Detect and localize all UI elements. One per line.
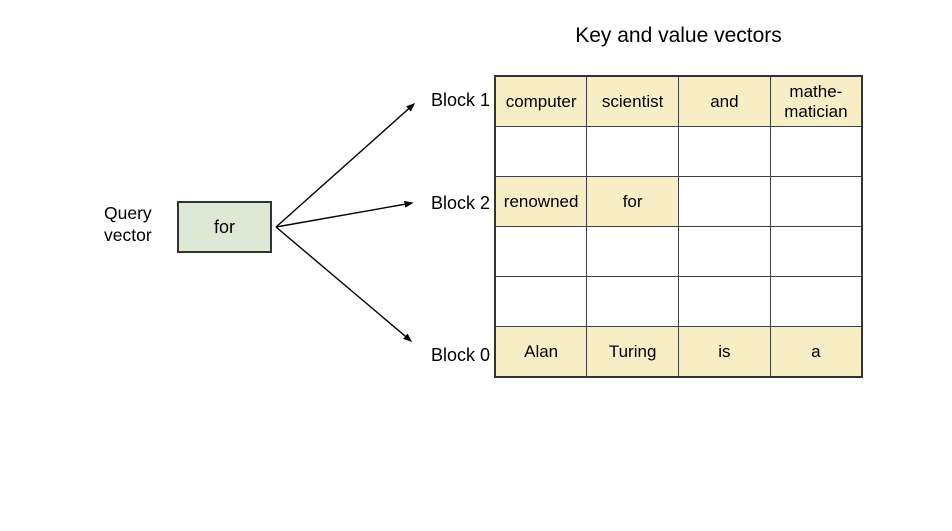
block-0-label: Block 0: [430, 345, 490, 365]
table-cell: [769, 126, 863, 177]
block-1-label: Block 1: [430, 90, 490, 110]
table-cell: [769, 176, 863, 227]
query-vector-box: for: [177, 201, 272, 253]
table-row: Alan Turing is a: [494, 326, 863, 378]
table-cell: Turing: [586, 326, 679, 378]
key-value-table: computer scientist and mathe- matician r…: [494, 75, 863, 378]
table-cell: [494, 126, 588, 177]
table-cell: mathe- matician: [769, 75, 863, 127]
arrow-to-block-2: [275, 200, 414, 228]
diagram-title: Key and value vectors: [575, 24, 782, 47]
table-cell: a: [769, 326, 863, 378]
table-cell: is: [678, 326, 771, 378]
block-2-label: Block 2: [430, 193, 490, 213]
table-cell: [678, 126, 771, 177]
table-row: [494, 126, 863, 177]
table-cell: [678, 226, 771, 277]
arrow-to-block-0: [275, 226, 413, 342]
table-row: [494, 226, 863, 277]
table-row: renowned for: [494, 176, 863, 227]
query-vector-box-label: for: [213, 216, 235, 237]
table-cell: for: [586, 176, 679, 227]
table-cell: [678, 176, 771, 227]
table-cell: and: [678, 75, 771, 127]
table-cell: [769, 226, 863, 277]
table-cell: [494, 226, 588, 277]
table-cell: Alan: [494, 326, 588, 378]
table-cell: [769, 276, 863, 327]
table-cell: [678, 276, 771, 327]
arrow-to-block-1: [275, 103, 416, 228]
table-cell: [586, 126, 679, 177]
query-vector-label: Query vector: [104, 203, 152, 245]
table-cell: [586, 276, 679, 327]
table-row: computer scientist and mathe- matician: [494, 75, 863, 127]
table-cell: scientist: [586, 75, 679, 127]
table-cell: renowned: [494, 176, 588, 227]
table-row: [494, 276, 863, 327]
table-cell: [586, 226, 679, 277]
table-cell: computer: [494, 75, 588, 127]
table-cell: [494, 276, 588, 327]
